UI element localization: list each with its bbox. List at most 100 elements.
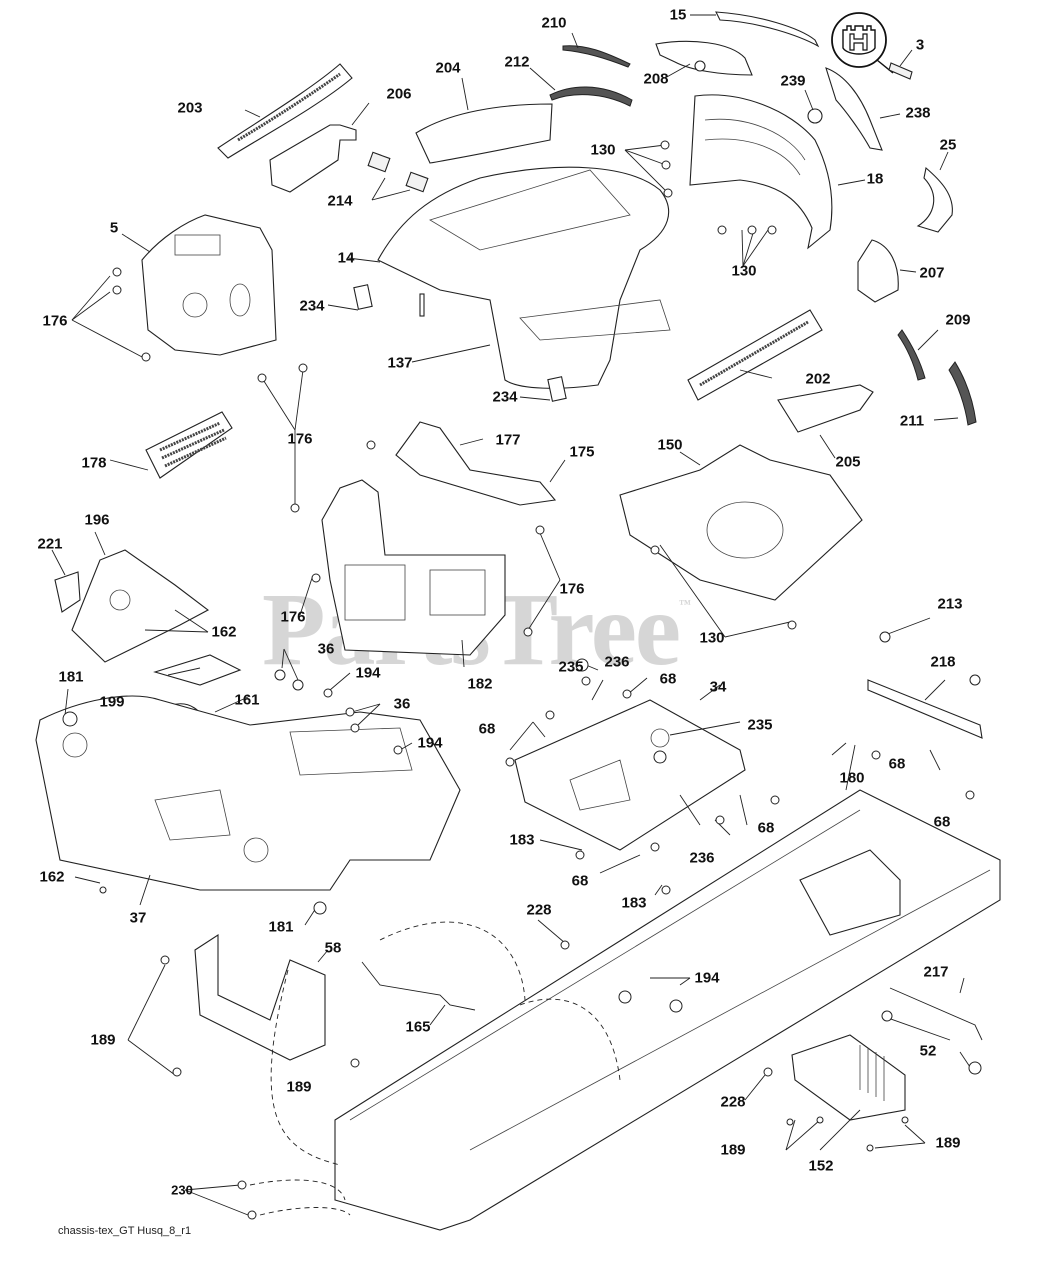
callout-205[interactable]: 205 <box>835 453 861 471</box>
callout-68-b[interactable]: 68 <box>478 720 496 738</box>
callout-202[interactable]: 202 <box>805 370 831 388</box>
callout-161[interactable]: 161 <box>234 691 260 709</box>
callout-176-c[interactable]: 176 <box>280 608 306 626</box>
callout-37[interactable]: 37 <box>129 909 147 927</box>
part-199-cover <box>153 654 242 686</box>
callout-217[interactable]: 217 <box>923 963 949 981</box>
callout-58[interactable]: 58 <box>324 939 342 957</box>
callout-180[interactable]: 180 <box>839 769 865 787</box>
callout-236-a[interactable]: 236 <box>604 653 630 671</box>
callout-189-a[interactable]: 189 <box>90 1031 116 1049</box>
callout-177[interactable]: 177 <box>495 431 521 449</box>
callout-209[interactable]: 209 <box>945 311 971 329</box>
callout-218[interactable]: 218 <box>930 653 956 671</box>
part-18-front-bezel <box>689 94 833 250</box>
callout-221[interactable]: 221 <box>37 535 63 553</box>
callout-228-a[interactable]: 228 <box>526 901 552 919</box>
callout-152[interactable]: 152 <box>808 1157 834 1175</box>
leader-lines <box>51 14 971 1216</box>
diagram-reference-code: chassis-tex_GT Husq_8_r1 <box>58 1225 192 1237</box>
callout-181-a[interactable]: 181 <box>58 668 84 686</box>
callout-68-a[interactable]: 68 <box>659 670 677 688</box>
part-3-decal <box>888 62 913 80</box>
callout-230[interactable]: 230 <box>171 1182 193 1198</box>
callout-194-c[interactable]: 194 <box>694 969 720 987</box>
callout-207[interactable]: 207 <box>919 264 945 282</box>
callout-34[interactable]: 34 <box>709 678 727 696</box>
part-234-decal-b <box>547 376 567 402</box>
callout-234-a[interactable]: 234 <box>299 297 325 315</box>
part-152-shield <box>791 1034 906 1121</box>
part-239-nut <box>807 108 823 124</box>
callout-210[interactable]: 210 <box>541 14 567 32</box>
callout-194-a[interactable]: 194 <box>355 664 381 682</box>
callout-5[interactable]: 5 <box>109 219 119 237</box>
callout-175[interactable]: 175 <box>569 443 595 461</box>
callout-162-b[interactable]: 162 <box>39 868 65 886</box>
callout-68-d[interactable]: 68 <box>757 819 775 837</box>
callout-130-low[interactable]: 130 <box>699 629 725 647</box>
part-15-trim <box>715 11 820 48</box>
part-210-mesh <box>562 45 631 68</box>
callout-206[interactable]: 206 <box>386 85 412 103</box>
part-217-rod <box>889 987 983 1041</box>
part-37-body-pan <box>35 695 461 891</box>
callout-130-top[interactable]: 130 <box>590 141 616 159</box>
callout-15[interactable]: 15 <box>669 6 687 24</box>
callout-189-c[interactable]: 189 <box>720 1141 746 1159</box>
callout-194-b[interactable]: 194 <box>417 734 443 752</box>
callout-236-b[interactable]: 236 <box>689 849 715 867</box>
callout-68-c[interactable]: 68 <box>888 755 906 773</box>
callout-150[interactable]: 150 <box>657 436 683 454</box>
callout-199[interactable]: 199 <box>99 693 125 711</box>
part-211-mesh <box>948 361 977 426</box>
callout-36-a[interactable]: 36 <box>317 640 335 658</box>
part-238-bracket <box>825 67 883 151</box>
callout-239[interactable]: 239 <box>780 72 806 90</box>
callout-162-a[interactable]: 162 <box>211 623 237 641</box>
callout-203[interactable]: 203 <box>177 99 203 117</box>
callout-234-b[interactable]: 234 <box>492 388 518 406</box>
callout-235-a[interactable]: 235 <box>558 658 584 676</box>
callout-189-b[interactable]: 189 <box>286 1078 312 1096</box>
part-180-frame <box>334 789 1001 1231</box>
callout-189-d[interactable]: 189 <box>935 1134 961 1152</box>
part-234-decal-a <box>353 284 373 310</box>
callout-208[interactable]: 208 <box>643 70 669 88</box>
part-175-bracket <box>395 421 557 506</box>
callout-181-b[interactable]: 181 <box>268 918 294 936</box>
callout-182[interactable]: 182 <box>467 675 493 693</box>
callout-52[interactable]: 52 <box>919 1042 937 1060</box>
part-14-hood <box>377 166 670 389</box>
callout-213[interactable]: 213 <box>937 595 963 613</box>
callout-235-b[interactable]: 235 <box>747 716 773 734</box>
callout-176-a[interactable]: 176 <box>42 312 68 330</box>
callout-165[interactable]: 165 <box>405 1018 431 1036</box>
callout-212[interactable]: 212 <box>504 53 530 71</box>
part-137-pin <box>419 293 425 317</box>
callout-238[interactable]: 238 <box>905 104 931 122</box>
callout-25[interactable]: 25 <box>939 136 957 154</box>
callout-211[interactable]: 211 <box>899 412 925 430</box>
callout-3[interactable]: 3 <box>915 36 925 54</box>
callout-14[interactable]: 14 <box>337 249 355 267</box>
callout-196[interactable]: 196 <box>84 511 110 529</box>
part-58-bracket <box>194 933 326 1061</box>
callout-176-b[interactable]: 176 <box>287 430 313 448</box>
callout-68-f[interactable]: 68 <box>571 872 589 890</box>
part-218-bar <box>867 679 983 739</box>
callout-176-d[interactable]: 176 <box>559 580 585 598</box>
callout-137[interactable]: 137 <box>387 354 413 372</box>
callout-183-b[interactable]: 183 <box>621 894 647 912</box>
callout-18[interactable]: 18 <box>866 170 884 188</box>
callout-130-mid[interactable]: 130 <box>731 262 757 280</box>
callout-36-b[interactable]: 36 <box>393 695 411 713</box>
callout-183-a[interactable]: 183 <box>509 831 535 849</box>
callout-68-e[interactable]: 68 <box>933 813 951 831</box>
callout-228-b[interactable]: 228 <box>720 1093 746 1111</box>
callout-214[interactable]: 214 <box>327 192 353 210</box>
fasteners <box>62 140 982 1220</box>
part-196-console <box>71 549 210 663</box>
callout-204[interactable]: 204 <box>435 59 461 77</box>
callout-178[interactable]: 178 <box>81 454 107 472</box>
